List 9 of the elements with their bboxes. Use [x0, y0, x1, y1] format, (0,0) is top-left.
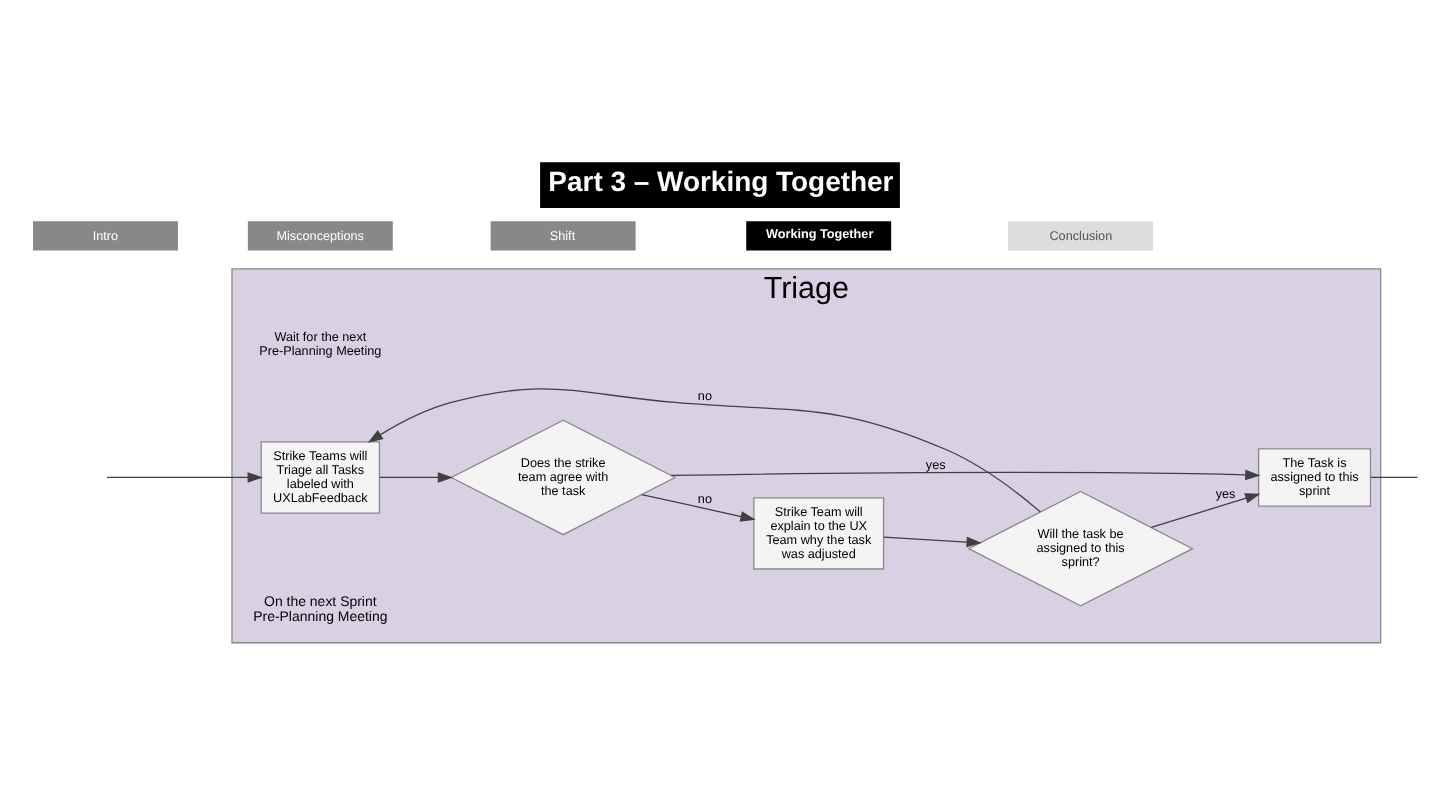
diagram-title: Part 3 – Working Together — [548, 164, 894, 197]
arrow — [367, 388, 1041, 513]
arrow — [670, 469, 1261, 481]
arrow — [106, 472, 263, 483]
arrow — [1150, 493, 1261, 528]
arrow — [379, 472, 454, 483]
arrow — [641, 493, 756, 522]
arrow — [883, 536, 982, 548]
connector — [1370, 476, 1419, 479]
